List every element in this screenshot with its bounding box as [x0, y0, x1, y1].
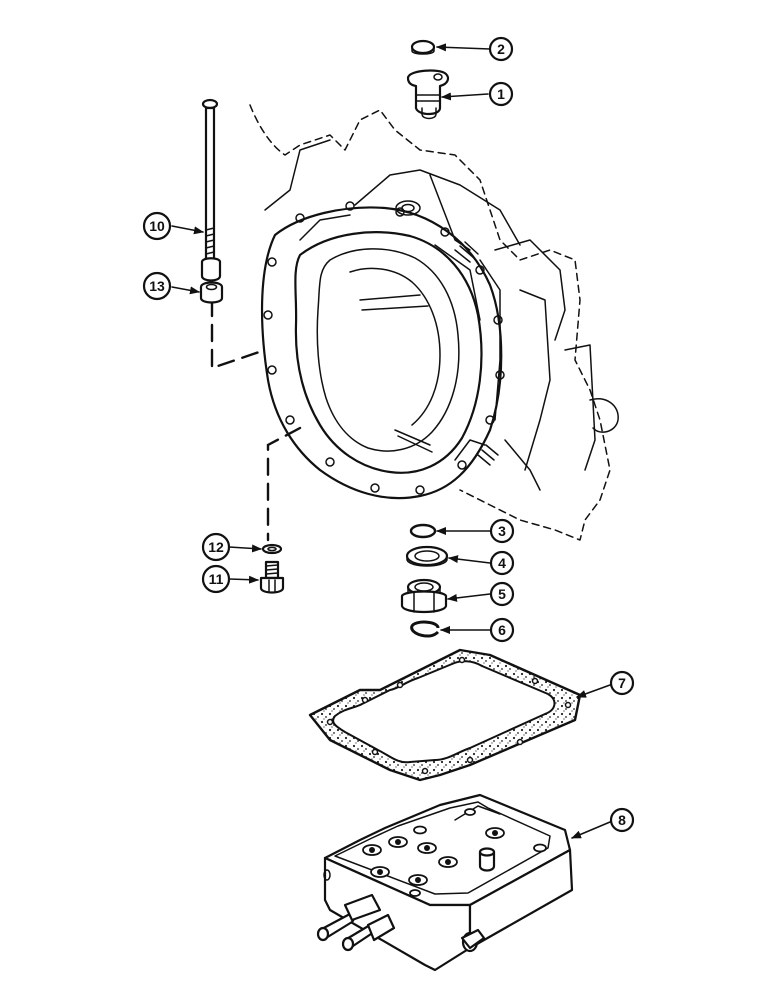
callout-7: 7 [609, 670, 635, 696]
assembly-leader-lines [210, 298, 302, 542]
small-washer-part [261, 543, 283, 555]
callout-6: 6 [489, 617, 515, 643]
callout-5-label: 5 [498, 586, 506, 602]
washer-part [405, 545, 449, 567]
callout-1-label: 1 [497, 86, 505, 102]
valve-body-part [316, 793, 574, 972]
callout-7-label: 7 [618, 675, 626, 691]
callout-10-label: 10 [149, 218, 165, 234]
callout-4-label: 4 [498, 555, 506, 571]
fitting-part [406, 69, 450, 120]
callout-1: 1 [488, 81, 514, 107]
callout-8: 8 [609, 807, 635, 833]
o-ring-part [409, 523, 437, 539]
rod-part [200, 98, 222, 282]
gasket-part [308, 648, 582, 782]
callout-6-label: 6 [498, 622, 506, 638]
callout-4: 4 [489, 550, 515, 576]
snap-ring-part [410, 620, 440, 638]
nut-part [199, 281, 224, 304]
adapter-part [400, 578, 448, 614]
plug-part [410, 39, 436, 55]
callout-13: 13 [142, 271, 172, 301]
bolt-part [259, 560, 285, 594]
callout-12-label: 12 [208, 539, 224, 555]
transmission-housing [249, 104, 619, 541]
callout-3-label: 3 [498, 523, 506, 539]
callout-8-label: 8 [618, 812, 626, 828]
callout-12: 12 [201, 532, 231, 562]
callout-11-label: 11 [209, 571, 224, 587]
flange-bolt-holes [263, 201, 505, 495]
callout-2-label: 2 [497, 41, 505, 57]
callout-5: 5 [489, 581, 515, 607]
callout-leaders [171, 43, 611, 839]
callout-3: 3 [489, 518, 515, 544]
callout-11: 11 [201, 564, 231, 594]
callout-2: 2 [488, 36, 514, 62]
callout-13-label: 13 [149, 278, 165, 294]
callout-10: 10 [142, 211, 172, 241]
